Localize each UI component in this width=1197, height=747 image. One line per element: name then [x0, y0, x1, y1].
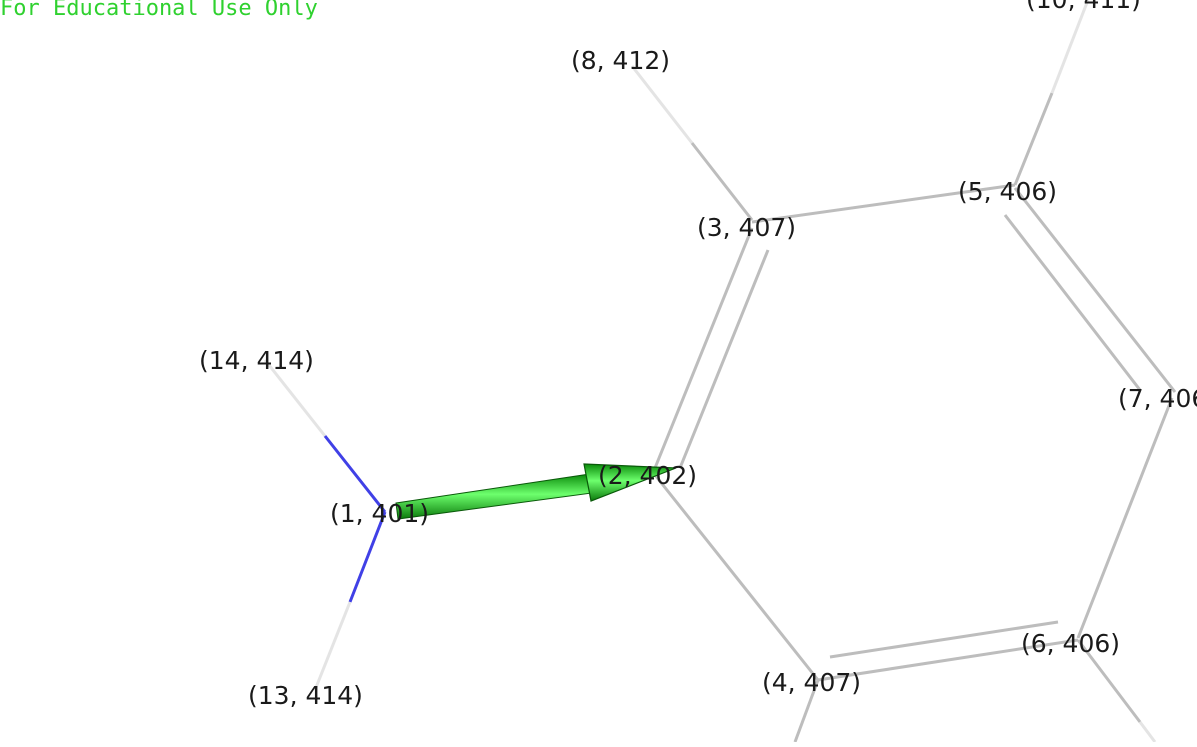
bond-3-5 [751, 183, 1016, 224]
watermark-text: For Educational Use Only [0, 0, 318, 21]
bond-8-3-h-half [630, 65, 694, 144]
atom-label: (4, 407) [762, 668, 861, 697]
bond-14-1-h-half [263, 359, 327, 437]
atom-label: (1, 401) [330, 499, 429, 528]
bond-1-13-h-half [313, 601, 352, 691]
bond-6-4-double [829, 620, 1059, 659]
bond-7-6 [1076, 397, 1174, 639]
atom-label: (13, 414) [248, 681, 363, 710]
bond-5-7 [1013, 187, 1177, 393]
atom-label: (2, 402) [598, 461, 697, 490]
atom-label: (14, 414) [199, 346, 314, 375]
bond-4-out [793, 679, 820, 743]
bond-1-13-n-half [348, 511, 387, 603]
bond-5-7-double [1003, 214, 1142, 391]
atom-label: (6, 406) [1021, 629, 1120, 658]
bond-2-3 [653, 227, 754, 469]
bond-5-10-c-half [1013, 92, 1054, 186]
atom-label: (3, 407) [697, 213, 796, 242]
bond-14-1-n-half [323, 435, 387, 513]
bond-6-out-h-half [1138, 721, 1157, 743]
bond-6-4 [817, 638, 1079, 682]
bond-8-3-c-half [690, 142, 754, 221]
atom-label: (7, 406) [1118, 384, 1197, 413]
bond-6-out [1076, 639, 1142, 723]
atom-label: (5, 406) [958, 177, 1057, 206]
bond-5-10-h-half [1050, 0, 1090, 94]
arrow-1-to-2 [395, 463, 677, 520]
atom-label: (8, 412) [571, 46, 670, 75]
bond-2-3-double [678, 249, 770, 469]
bond-4-2 [653, 474, 820, 681]
atom-label: (10, 411) [1026, 0, 1141, 14]
